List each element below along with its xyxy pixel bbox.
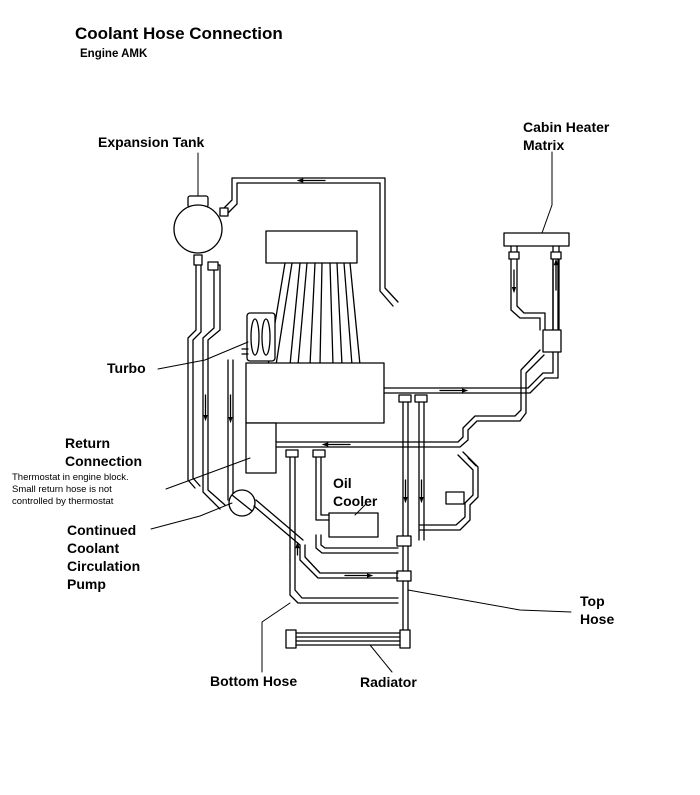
inlet-manifold (265, 230, 361, 366)
label-cabin-heater-matrix: Cabin Heater Matrix (523, 118, 609, 154)
expansion-tank (173, 195, 223, 266)
turbo-unit (241, 312, 276, 362)
label-pump-line4: Pump (67, 576, 106, 592)
radiator (285, 629, 411, 649)
label-top-hose-line1: Top (580, 593, 605, 609)
thermostat-note-line1: Thermostat in engine block. (12, 472, 129, 483)
label-pump-line3: Circulation (67, 558, 141, 574)
label-expansion-tank: Expansion Tank (98, 134, 205, 150)
thermostat-note-line3: controlled by thermostat (12, 496, 114, 507)
label-circulation-pump: Continued Coolant Circulation Pump (67, 521, 140, 593)
label-turbo: Turbo (107, 360, 146, 376)
diagram-subtitle: Engine AMK (80, 48, 148, 60)
heater-feed-hose (383, 257, 559, 394)
bottom-hose (289, 557, 399, 604)
label-return-connection: Return Connection (65, 434, 142, 470)
tank-return-hose (187, 261, 226, 510)
cabin-heater-matrix (503, 232, 570, 353)
label-cabin-heater-line2: Matrix (523, 137, 565, 153)
label-cabin-heater-line1: Cabin Heater (523, 119, 610, 135)
circulation-pump (228, 489, 304, 546)
oil-cooler (285, 449, 399, 561)
label-top-hose: Top Hose (580, 592, 614, 628)
leader-lines (150, 151, 572, 673)
label-oil-cooler: Oil Cooler (333, 474, 377, 510)
label-radiator: Radiator (360, 674, 417, 690)
label-pump-line2: Coolant (67, 540, 120, 556)
label-bottom-hose: Bottom Hose (210, 673, 298, 689)
label-pump-line1: Continued (67, 522, 137, 538)
label-return-connection-line1: Return (65, 435, 111, 451)
label-oil-cooler-line2: Cooler (333, 493, 378, 509)
engine-block (245, 362, 385, 474)
label-return-connection-line2: Connection (65, 453, 142, 469)
tank-feed-hose (219, 177, 399, 307)
oil-cooler-return-hose (419, 451, 479, 531)
heater-return-hose (275, 349, 545, 448)
diagram-title: Coolant Hose Connection (75, 24, 283, 43)
lower-crossover-hoses (295, 541, 399, 579)
thermostat-note-line2: Small return hose is not (12, 484, 112, 495)
label-oil-cooler-line1: Oil (333, 475, 352, 491)
thermostat-note: Thermostat in engine block. Small return… (12, 472, 129, 508)
top-hose (396, 394, 428, 641)
left-coolant-pipes (227, 359, 234, 501)
label-top-hose-line2: Hose (580, 611, 615, 627)
